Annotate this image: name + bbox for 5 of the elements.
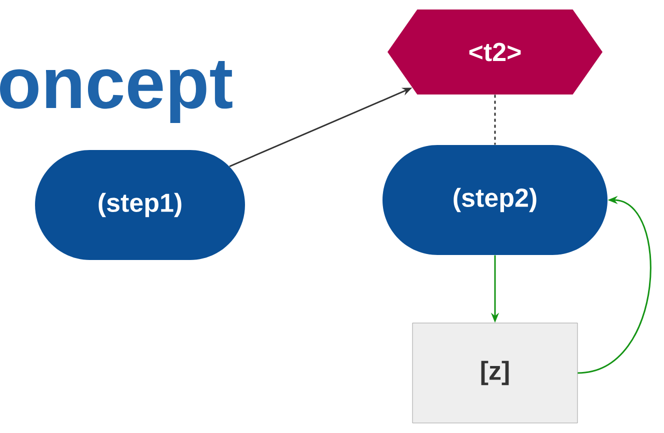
hexagon-node: <t2> [388,10,602,94]
heading: oncept [0,61,232,123]
step-pill: (step2) [382,145,608,255]
process-box: [z] [412,322,578,424]
step-pill: (step1) [35,150,245,260]
